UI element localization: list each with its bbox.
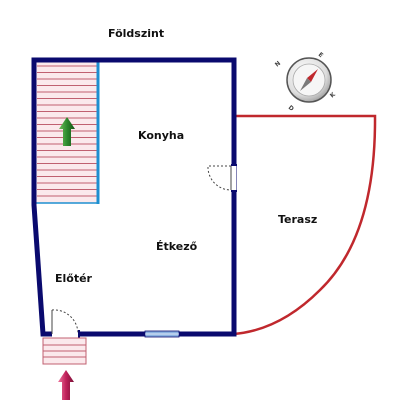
compass-label-k: K — [329, 91, 337, 100]
room-label-kitchen: Konyha — [138, 129, 185, 142]
entrance-steps — [42, 337, 87, 365]
compass: N E K D — [274, 51, 337, 113]
compass-needle-north — [307, 69, 318, 82]
room-label-hall: Előtér — [55, 272, 92, 285]
stairs-up-arrow — [59, 117, 75, 146]
entrance-arrow — [58, 370, 74, 400]
compass-label-e: E — [317, 51, 325, 59]
entrance-door — [51, 309, 80, 338]
floor-title: Földszint — [108, 27, 165, 40]
room-label-dining: Étkező — [156, 240, 198, 253]
compass-needle-south — [300, 78, 311, 91]
exterior-walls — [31, 57, 237, 337]
room-label-terrace: Terasz — [278, 213, 318, 226]
terrace-outline — [233, 114, 377, 336]
compass-label-n: N — [274, 60, 282, 69]
terrace-door — [207, 164, 237, 192]
compass-label-d: D — [287, 104, 295, 113]
